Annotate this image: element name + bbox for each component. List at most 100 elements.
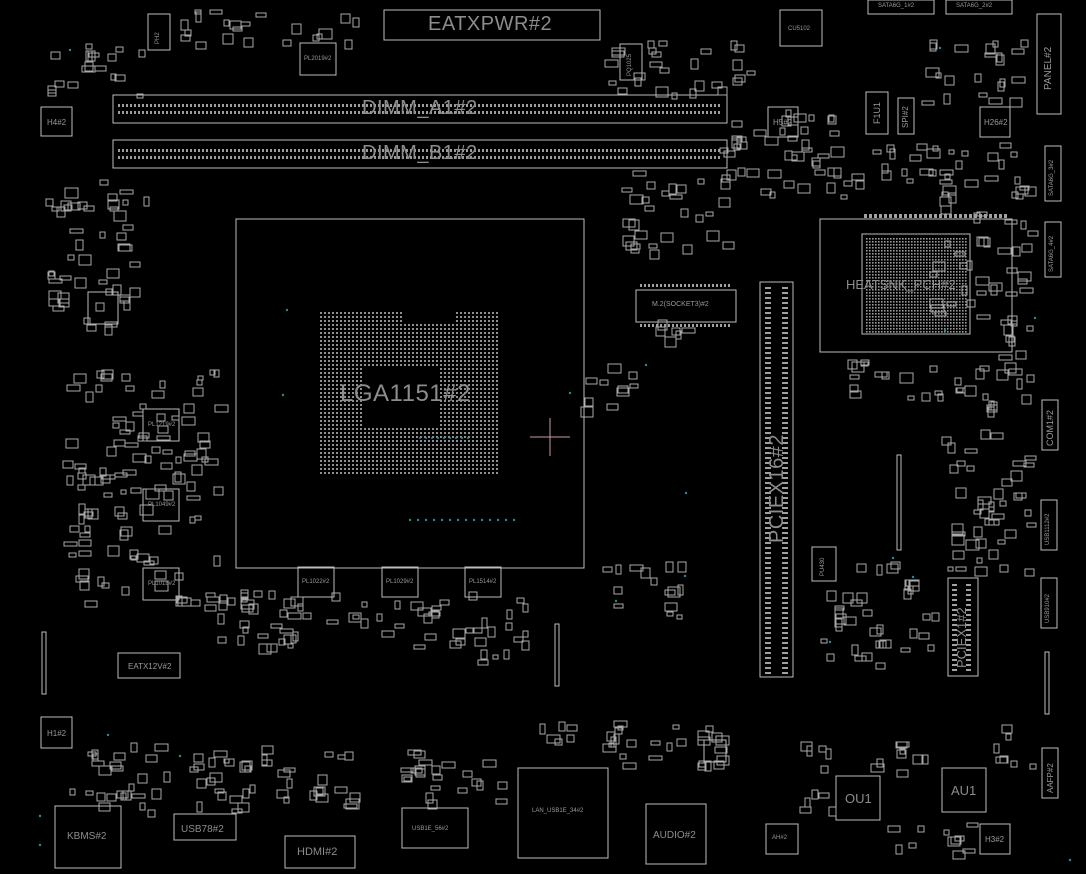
cpu-socket-outline [235,218,585,569]
pq-label: PQ1025 [627,53,633,76]
pl7-label: PL2019#2 [304,56,332,62]
pl1-label: PL1219#2 [148,422,176,428]
h1-label: H1#2 [47,729,67,738]
pciex16-slot [759,281,794,678]
dimm-b1-label: DIMM_B1#2 [362,142,478,164]
pl1219-choke [142,408,180,442]
com-header [1041,399,1059,451]
pl1029-choke [381,566,419,598]
pch-outline [819,218,1013,353]
lan-chip [703,739,727,763]
spi-label: SPI#2 [901,106,910,128]
f1u1-label: F1U1 [872,101,882,124]
ou1-label: OU1 [845,791,872,806]
f1u1-fuse [865,91,889,135]
usb1112-label: USB1112#2 [1045,513,1051,545]
ph-label: PH2 [155,32,161,44]
small-components [45,9,1039,860]
h3-label: H3#2 [985,835,1005,844]
h5-label: H5#2 [773,118,793,127]
panel-label: PANEL#2 [1043,46,1054,90]
pl6-label: PL1514#2 [469,579,497,585]
usb78-label: USB78#2 [181,824,224,835]
crosshair-icon [530,418,570,456]
usb910-header [1040,577,1058,629]
pl3-label: PL1018#2 [148,581,176,587]
pciex1-slot [947,577,979,677]
au1-label: AU1 [951,783,977,798]
heatsink-label: HEATSNK_PCH#2 [846,277,956,292]
eatxpwr-connector [383,9,601,41]
com-label: COM1#2 [1045,409,1055,446]
sata1-label: SATA6G_1#2 [878,3,915,9]
usb910-label: USB910#2 [1045,593,1051,623]
au1-chip [941,767,987,813]
eatx12v-connector [117,652,181,679]
kbms-connector [54,805,122,869]
mid-header [554,623,560,687]
aafp-header [1041,747,1059,799]
usb56-connector [401,807,469,849]
ahe-mount [765,823,799,855]
sata-side-2 [1044,221,1062,278]
pad-array [118,104,1007,674]
right-edge-header [1044,651,1050,715]
ph-part [147,13,171,51]
pq-part [619,43,643,81]
pl1022-choke [297,566,335,598]
cu-label: CU5102 [788,26,811,32]
ahe-label: AH#2 [772,835,788,841]
m2-label: M.2(SOCKET3)#2 [652,301,709,308]
vrm-controller [87,291,119,325]
sata-1 [867,0,935,15]
aafp-label: AAFP#2 [1046,763,1055,793]
pu-part [811,546,837,582]
dimm-a1-slot [112,94,728,124]
pciex16-label: PCIEX16#2 [766,433,788,543]
pciex1-label: PCIEX1#2 [954,607,969,668]
eatx12v-label: EATX12V#2 [128,662,172,671]
h26-label: H26#2 [984,118,1008,127]
dimm-b1-slot [112,139,728,169]
ou1-chip [835,775,881,821]
pcie-latch [896,454,902,551]
hdmi-connector [284,835,356,869]
pl2-label: PL1049#2 [148,502,176,508]
audio-connector [645,803,707,865]
eatxpwr-label: EATXPWR#2 [428,13,553,35]
spi-header [897,97,915,135]
sata2-label: SATA6G_2#2 [956,3,993,9]
hdmi-label: HDMI#2 [297,846,338,858]
lan-connector [517,767,609,859]
m2-connector [635,289,737,323]
panel-header [1036,13,1062,115]
via-dots [38,46,1072,862]
pl1514-choke [464,566,502,598]
left-edge-header [41,631,47,695]
lga-label: LGA1151#2 [340,380,471,407]
sata-side1-label: SATA6G_3#2 [1049,159,1055,196]
usb1112-header [1040,499,1058,551]
sata-2 [945,0,1013,15]
kbms-label: KBMS#2 [67,831,107,842]
audio-label: AUDIO#2 [653,830,696,841]
pch-chip [861,233,971,335]
h3-mount [979,823,1011,855]
h4-label: H4#2 [47,118,67,127]
cu-part [779,9,823,47]
h1-mount [40,716,73,749]
pu-label: PU430 [820,557,826,576]
pl1018-choke [142,567,180,601]
lan-label: LAN_USB1E_34#2 [532,808,584,814]
pl5-label: PL1029#2 [386,579,414,585]
usb56-label: USB1E_56#2 [412,826,449,832]
h4-mount [40,106,73,137]
sata-side-1 [1044,145,1062,202]
pl4-label: PL1022#2 [302,579,330,585]
h26-mount [979,106,1011,138]
pl2019-choke [299,42,337,76]
usb78-connector [173,813,237,841]
sata-side2-label: SATA6G_4#2 [1049,235,1055,272]
